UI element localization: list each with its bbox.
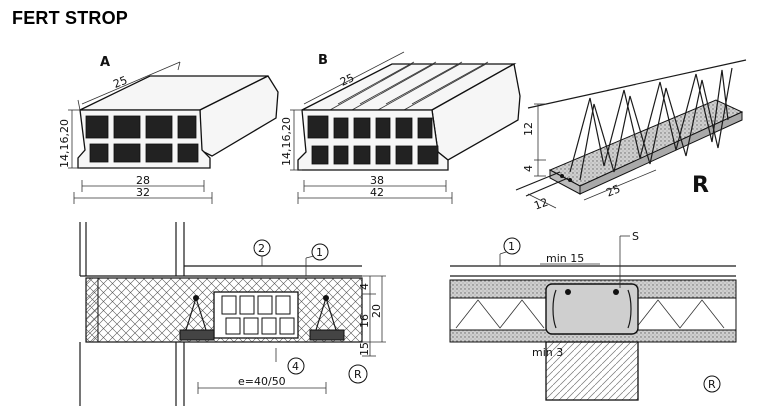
block-b-height-label: 14,16,20 xyxy=(280,117,293,166)
block-b: B 25 14,16,20 xyxy=(280,51,521,204)
block-b-base-inner: 38 xyxy=(370,174,384,187)
block-a-base-outer: 32 xyxy=(136,186,150,199)
section-left-block-holes xyxy=(221,295,295,335)
block-b-holes xyxy=(307,115,439,165)
section-right-marker-1: 1 xyxy=(508,240,515,253)
block-b-base-outer: 42 xyxy=(370,186,384,199)
block-b-letter: B xyxy=(318,53,328,68)
section-right-marker-r: R xyxy=(708,378,716,391)
section-left: 2 1 4 R e=40/50 4 16 20 15 xyxy=(79,222,386,406)
section-right-min15: min 15 xyxy=(546,252,584,265)
truss-r: 12 4 25 12 R xyxy=(515,59,747,213)
section-left-marker-r: R xyxy=(354,368,362,381)
block-a-letter: A xyxy=(100,55,110,70)
block-a-holes xyxy=(85,115,199,163)
block-a-base-inner: 28 xyxy=(136,174,150,187)
block-b-width-label: 25 xyxy=(338,71,356,89)
section-left-marker-1: 1 xyxy=(316,246,323,259)
truss-height-bottom: 4 xyxy=(522,165,535,172)
page-title: FERT STROP xyxy=(12,8,129,28)
truss-width: 25 xyxy=(604,182,622,199)
section-right-s-label: S xyxy=(632,230,639,243)
truss-letter: R xyxy=(692,173,709,198)
section-left-marker-4: 4 xyxy=(292,360,299,373)
block-a-height-label: 14,16,20 xyxy=(58,119,71,168)
dim-20: 20 xyxy=(370,304,383,318)
block-a: A 25 14,16,20 28 xyxy=(58,55,279,204)
dim-4: 4 xyxy=(358,283,371,290)
dim-16: 16 xyxy=(358,314,371,328)
section-right: 1 min 15 S min 3 R xyxy=(449,230,737,401)
block-a-width-label: 25 xyxy=(111,74,129,91)
section-left-spacing: e=40/50 xyxy=(238,375,286,388)
dim-15: 15 xyxy=(358,342,371,356)
section-left-marker-2: 2 xyxy=(258,242,265,255)
truss-depth: 12 xyxy=(532,196,550,213)
section-right-min3: min 3 xyxy=(532,346,563,359)
truss-height-top: 12 xyxy=(522,122,535,136)
